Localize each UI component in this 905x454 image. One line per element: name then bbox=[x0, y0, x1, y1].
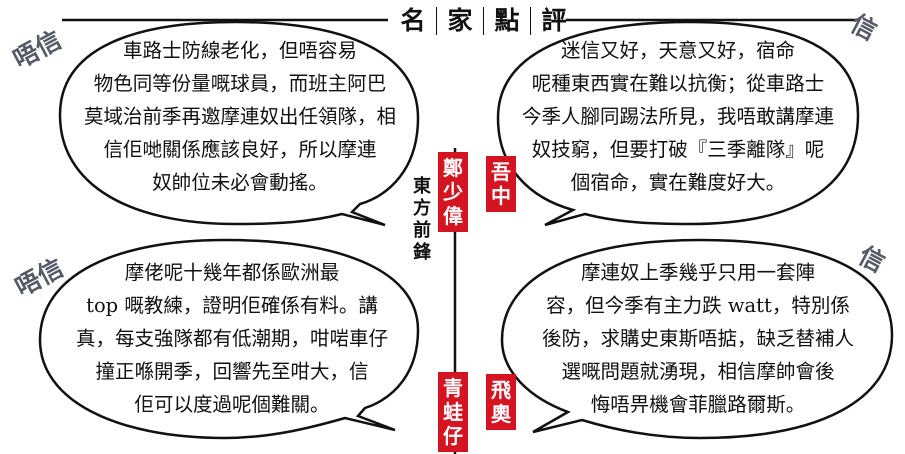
title-separator bbox=[483, 7, 484, 35]
title-char: 點 bbox=[494, 6, 520, 35]
bubble-line: 真，每支強隊都有低潮期，咁啱車仔 bbox=[75, 327, 388, 350]
title-separator bbox=[436, 7, 437, 35]
author-tag-bottom-right: 飛 奧 bbox=[486, 374, 516, 430]
bubble-text-bottom-right: 摩連奴上季幾乎只用一套陣 容，但今季有主力跌 watt，特別係 後防，求購史東斯… bbox=[512, 256, 884, 421]
bubble-line: 奴帥位未必會動搖。 bbox=[152, 171, 328, 194]
author-char: 中 bbox=[491, 184, 511, 208]
bubble-line: 今季人腳同踢法所見，我唔敢講摩連 bbox=[521, 105, 834, 128]
bubble-line: 悔唔畀機會菲臘路爾斯。 bbox=[590, 393, 806, 416]
author-char: 偉 bbox=[443, 204, 463, 228]
bubble-line: 奴技窮，但要打破『三季離隊』呢 bbox=[531, 138, 825, 161]
bubble-line: 摩佬呢十幾年都係歐洲最 bbox=[124, 261, 340, 284]
title-char: 評 bbox=[541, 6, 567, 35]
author-tag-top-left: 鄭 少 偉 bbox=[438, 152, 468, 232]
bubble-line: 物色同等份量嘅球員，而班主阿巴 bbox=[93, 72, 387, 95]
author-char: 奧 bbox=[491, 402, 511, 426]
author-char: 蛙 bbox=[443, 400, 463, 424]
author-char: 仔 bbox=[443, 424, 463, 448]
bubble-line: 呢種東西實在難以抗衡；從車路士 bbox=[531, 72, 825, 95]
bubble-line: 後防，求購史東斯唔掂，缺乏替補人 bbox=[541, 327, 854, 350]
title-separator bbox=[530, 7, 531, 35]
bubble-outline-top-left bbox=[58, 20, 420, 227]
author-char: 吾 bbox=[491, 160, 511, 184]
page-title: 名 家 點 評 bbox=[390, 4, 577, 38]
bubble-line: 佢可以度過呢個難關。 bbox=[134, 393, 330, 416]
bubble-line: 選嘅問題就湧現，相信摩帥會後 bbox=[561, 360, 835, 383]
byline-char: 鋒 bbox=[413, 242, 431, 263]
byline: 東 方 前 鋒 bbox=[410, 176, 434, 264]
bubble-line: 迷信又好，天意又好，宿命 bbox=[560, 39, 795, 62]
title-char: 名 bbox=[400, 6, 426, 35]
byline-char: 方 bbox=[413, 198, 431, 219]
bubble-line: top 嘅教練，證明佢確係有料。講 bbox=[86, 294, 378, 317]
bubble-outline-bottom-right bbox=[500, 238, 894, 440]
bubble-outline-bottom-left bbox=[38, 238, 420, 440]
byline-char: 前 bbox=[413, 220, 431, 241]
author-tag-top-right: 吾 中 bbox=[486, 156, 516, 212]
author-char: 鄭 bbox=[443, 156, 463, 180]
bubble-line: 摩連奴上季幾乎只用一套陣 bbox=[580, 261, 815, 284]
byline-char: 東 bbox=[413, 176, 431, 197]
bubble-text-top-right: 迷信又好，天意又好，宿命 呢種東西實在難以抗衡；從車路士 今季人腳同踢法所見，我… bbox=[506, 34, 850, 199]
bubble-line: 容，但今季有主力跌 watt，特別係 bbox=[546, 294, 850, 317]
bubble-line: 車路士防線老化，但唔容易 bbox=[122, 39, 357, 62]
author-tag-bottom-left: 青 蛙 仔 bbox=[438, 372, 468, 452]
author-char: 飛 bbox=[491, 378, 511, 402]
bubble-line: 信佢哋關係應該良好，所以摩連 bbox=[103, 138, 377, 161]
bubble-text-bottom-left: 摩佬呢十幾年都係歐洲最 top 嘅教練，證明佢確係有料。講 真，每支強隊都有低潮… bbox=[52, 256, 412, 421]
author-char: 少 bbox=[443, 180, 463, 204]
title-char: 家 bbox=[447, 6, 473, 35]
bubble-outline-top-right bbox=[496, 20, 860, 227]
author-char: 青 bbox=[443, 376, 463, 400]
bubble-line: 莫域治前季再邀摩連奴出任領隊，相 bbox=[83, 105, 396, 128]
bubble-text-top-left: 車路士防線老化，但唔容易 物色同等份量嘅球員，而班主阿巴 莫域治前季再邀摩連奴出… bbox=[70, 34, 410, 199]
bubble-line: 個宿命，實在難度好大。 bbox=[570, 171, 786, 194]
bubble-line: 撞正喺開季，回響先至咁大，信 bbox=[95, 360, 369, 383]
